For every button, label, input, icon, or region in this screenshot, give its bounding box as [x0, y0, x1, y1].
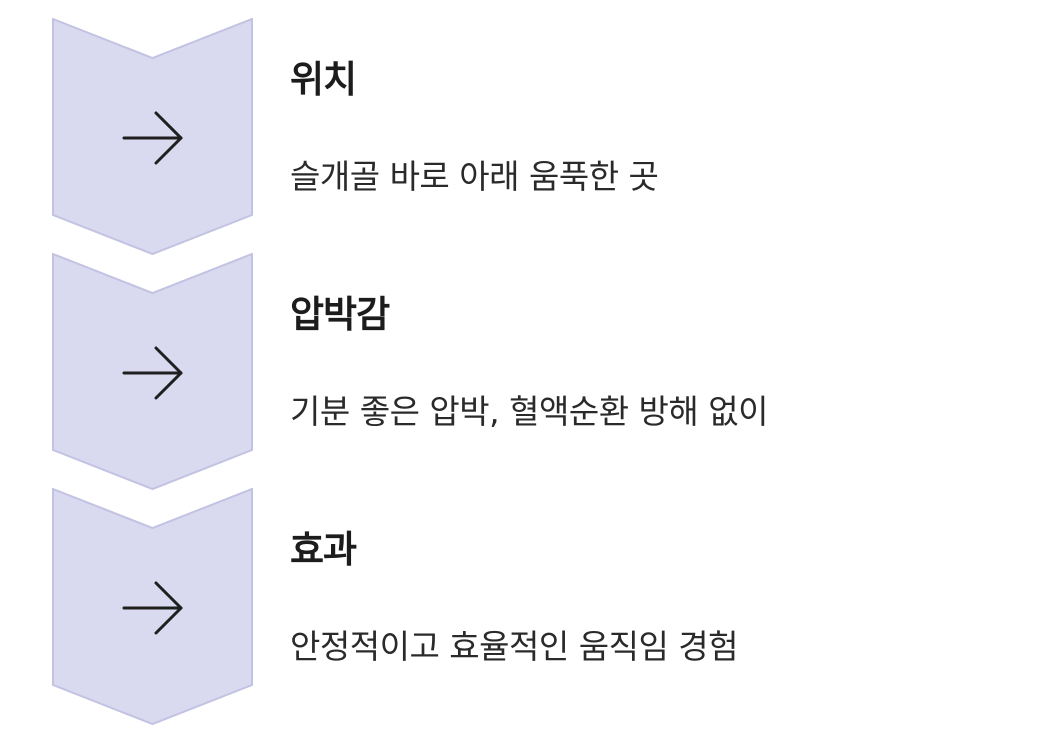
arrow-right-icon [122, 111, 183, 165]
step-title: 효과 [290, 528, 357, 571]
chevron-shape [52, 18, 253, 256]
arrow-right-icon [122, 346, 183, 400]
step-title: 압박감 [290, 293, 390, 336]
step-title: 위치 [290, 58, 357, 101]
step-location: 위치 슬개골 바로 아래 움푹한 곳 [0, 0, 1038, 256]
step-description: 기분 좋은 압박, 혈액순환 방해 없이 [290, 392, 768, 431]
chevron-arrow-shape [52, 488, 253, 726]
arrow-right-icon [122, 581, 183, 635]
step-effect: 효과 안정적이고 효율적인 움직임 경험 [0, 470, 1038, 726]
step-pressure: 압박감 기분 좋은 압박, 혈액순환 방해 없이 [0, 235, 1038, 491]
step-description: 슬개골 바로 아래 움푹한 곳 [290, 157, 659, 196]
step-description: 안정적이고 효율적인 움직임 경험 [290, 627, 739, 666]
chevron-shape [52, 488, 253, 726]
chevron-shape [52, 253, 253, 491]
chevron-arrow-shape [52, 253, 253, 491]
chevron-arrow-shape [52, 18, 253, 256]
